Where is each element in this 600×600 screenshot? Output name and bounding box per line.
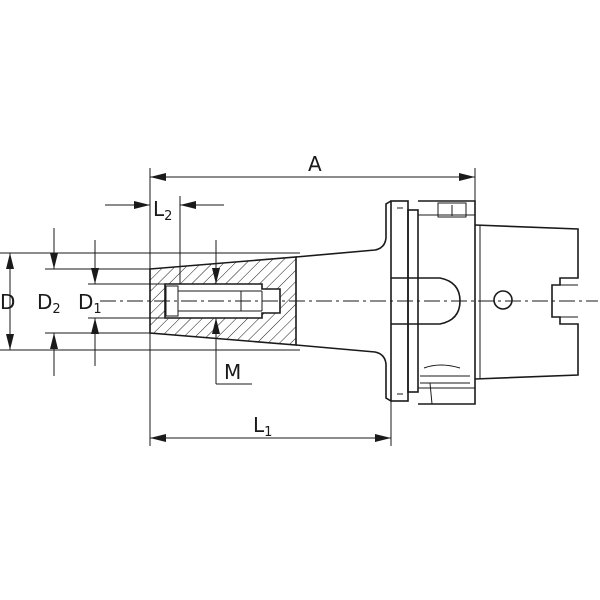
hsk-shank (474, 224, 579, 380)
dimension-D1: D1 (78, 240, 165, 366)
dimension-L1: L1 (149, 333, 392, 446)
dimension-M: M (212, 240, 252, 385)
label-A: A (308, 152, 322, 176)
dimension-D2: D2 (37, 228, 150, 376)
label-D1: D1 (78, 290, 102, 317)
label-D: D (0, 290, 15, 314)
label-L1: L1 (253, 413, 272, 440)
label-M: M (224, 360, 241, 384)
dimension-L2: L2 (105, 196, 224, 284)
label-D2: D2 (37, 290, 61, 317)
flange (390, 200, 476, 405)
collet-section (149, 256, 297, 346)
taper-body (295, 200, 392, 402)
label-L2: L2 (153, 197, 172, 224)
dimension-A: A (149, 152, 476, 269)
